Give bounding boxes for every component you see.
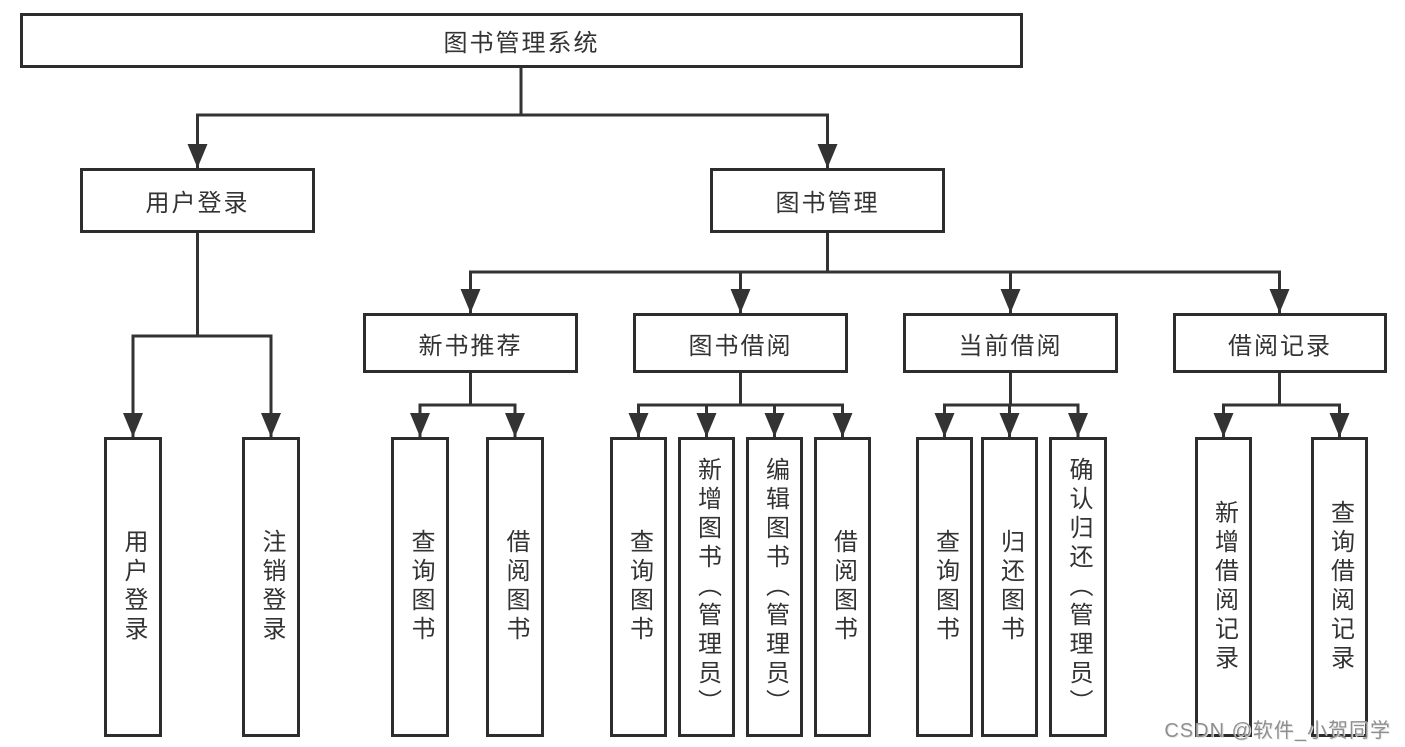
leaf-user-login: 用户登录	[104, 437, 162, 737]
leaf-nbr-borrow-books-label: 借阅图书	[502, 529, 529, 645]
node-user-login-label: 用户登录	[145, 190, 250, 217]
leaf-br-query-record-label: 查询借阅记录	[1326, 500, 1354, 674]
leaf-cb-query-books-label: 查询图书	[931, 529, 959, 645]
node-new-book-recommend-label: 新书推荐	[418, 332, 523, 360]
node-root-label: 图书管理系统	[443, 30, 600, 57]
leaf-bb-borrow-books-label: 借阅图书	[829, 529, 857, 645]
leaf-br-query-record: 查询借阅记录	[1311, 437, 1368, 737]
leaf-bb-edit-books-admin: 编辑图书（管理员）	[746, 437, 803, 737]
leaf-cb-query-books: 查询图书	[916, 437, 973, 737]
leaf-cb-return-books: 归还图书	[981, 437, 1038, 737]
leaf-cb-return-books-label: 归还图书	[996, 529, 1024, 645]
leaf-bb-add-books-admin-label: 新增图书（管理员）	[693, 456, 721, 718]
node-root: 图书管理系统	[20, 13, 1023, 68]
leaf-br-add-record-label: 新增借阅记录	[1210, 500, 1238, 674]
node-borrow-record-label: 借阅记录	[1228, 332, 1332, 360]
leaf-logout-label: 注销登录	[258, 529, 285, 645]
node-user-login: 用户登录	[80, 168, 315, 233]
leaf-logout: 注销登录	[242, 437, 300, 737]
leaf-user-login-label: 用户登录	[120, 529, 147, 645]
node-book-management: 图书管理	[710, 168, 945, 233]
leaf-bb-edit-books-admin-label: 编辑图书（管理员）	[761, 456, 789, 718]
leaf-cb-confirm-return-admin-label: 确认归还（管理员）	[1065, 456, 1092, 718]
leaf-br-add-record: 新增借阅记录	[1195, 437, 1252, 737]
leaf-bb-query-books-label: 查询图书	[625, 529, 653, 645]
node-new-book-recommend: 新书推荐	[363, 313, 578, 373]
node-borrow-record: 借阅记录	[1173, 313, 1387, 373]
node-book-borrow: 图书借阅	[633, 313, 848, 373]
leaf-cb-confirm-return-admin: 确认归还（管理员）	[1049, 437, 1107, 737]
leaf-nbr-query-books: 查询图书	[391, 437, 449, 737]
node-book-borrow-label: 图书借阅	[688, 332, 793, 360]
node-current-borrow-label: 当前借阅	[958, 332, 1063, 360]
node-book-management-label: 图书管理	[775, 190, 880, 217]
leaf-bb-query-books: 查询图书	[610, 437, 667, 737]
leaf-nbr-query-books-label: 查询图书	[407, 529, 434, 645]
node-current-borrow: 当前借阅	[903, 313, 1118, 373]
leaf-bb-borrow-books: 借阅图书	[814, 437, 871, 737]
leaf-bb-add-books-admin: 新增图书（管理员）	[678, 437, 735, 737]
csdn-watermark: CSDN @软件_小贺同学	[1164, 720, 1391, 742]
leaf-nbr-borrow-books: 借阅图书	[486, 437, 544, 737]
